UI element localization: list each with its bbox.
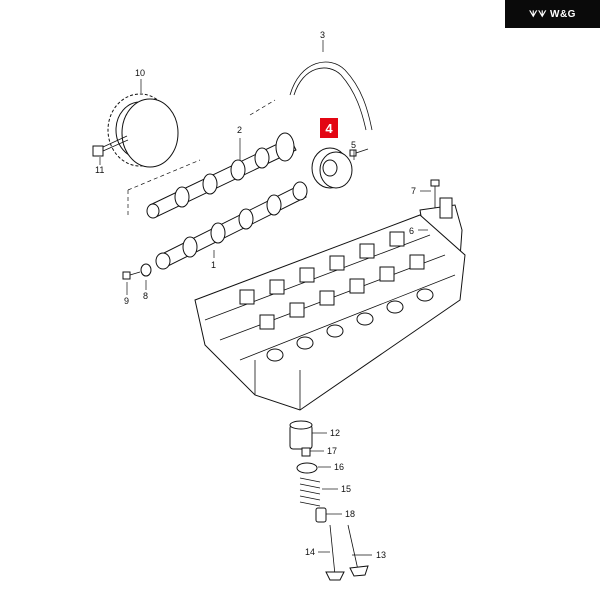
valve-spring-part <box>299 477 321 507</box>
valve-cotter-part <box>301 447 311 457</box>
label-6: 6 <box>409 226 414 236</box>
bolt-9-part <box>122 271 141 280</box>
label-2: 2 <box>237 125 242 135</box>
label-13: 13 <box>376 550 386 560</box>
sprocket-part <box>107 93 179 168</box>
label-16: 16 <box>334 462 344 472</box>
timing-chain-part <box>289 61 373 131</box>
brand-text: W&G <box>550 8 576 20</box>
label-17: 17 <box>327 446 337 456</box>
label-1: 1 <box>211 260 216 270</box>
label-12: 12 <box>330 428 340 438</box>
camshaft-upper-part <box>146 132 297 219</box>
valve-14-part <box>325 524 345 581</box>
label-8: 8 <box>143 291 148 301</box>
label-10: 10 <box>135 68 145 78</box>
highlight-label: 4 <box>325 121 333 136</box>
bolt-11-part <box>92 135 129 157</box>
label-5: 5 <box>351 140 356 150</box>
label-11: 11 <box>95 165 104 175</box>
hydraulic-lifter-part <box>289 420 313 450</box>
label-7: 7 <box>411 186 416 196</box>
label-3: 3 <box>320 30 325 40</box>
spring-retainer-part <box>296 462 318 474</box>
washer-8-part <box>140 263 152 277</box>
camshaft-lower-part <box>155 181 308 270</box>
label-18: 18 <box>345 509 355 519</box>
cylinder-head-part <box>194 214 466 411</box>
camshaft-adjuster-part <box>311 147 353 189</box>
label-9: 9 <box>124 296 129 306</box>
bolt-5-part <box>349 148 369 157</box>
label-15: 15 <box>341 484 351 494</box>
brand-mark-icon: ᗐᗐ <box>529 8 547 19</box>
label-14: 14 <box>305 547 315 557</box>
valve-stem-seal-part <box>315 507 327 523</box>
brand-logo: ᗐᗐ W&G <box>505 0 600 28</box>
valve-13-part <box>347 524 369 577</box>
highlight-badge[interactable]: 4 <box>320 118 338 138</box>
